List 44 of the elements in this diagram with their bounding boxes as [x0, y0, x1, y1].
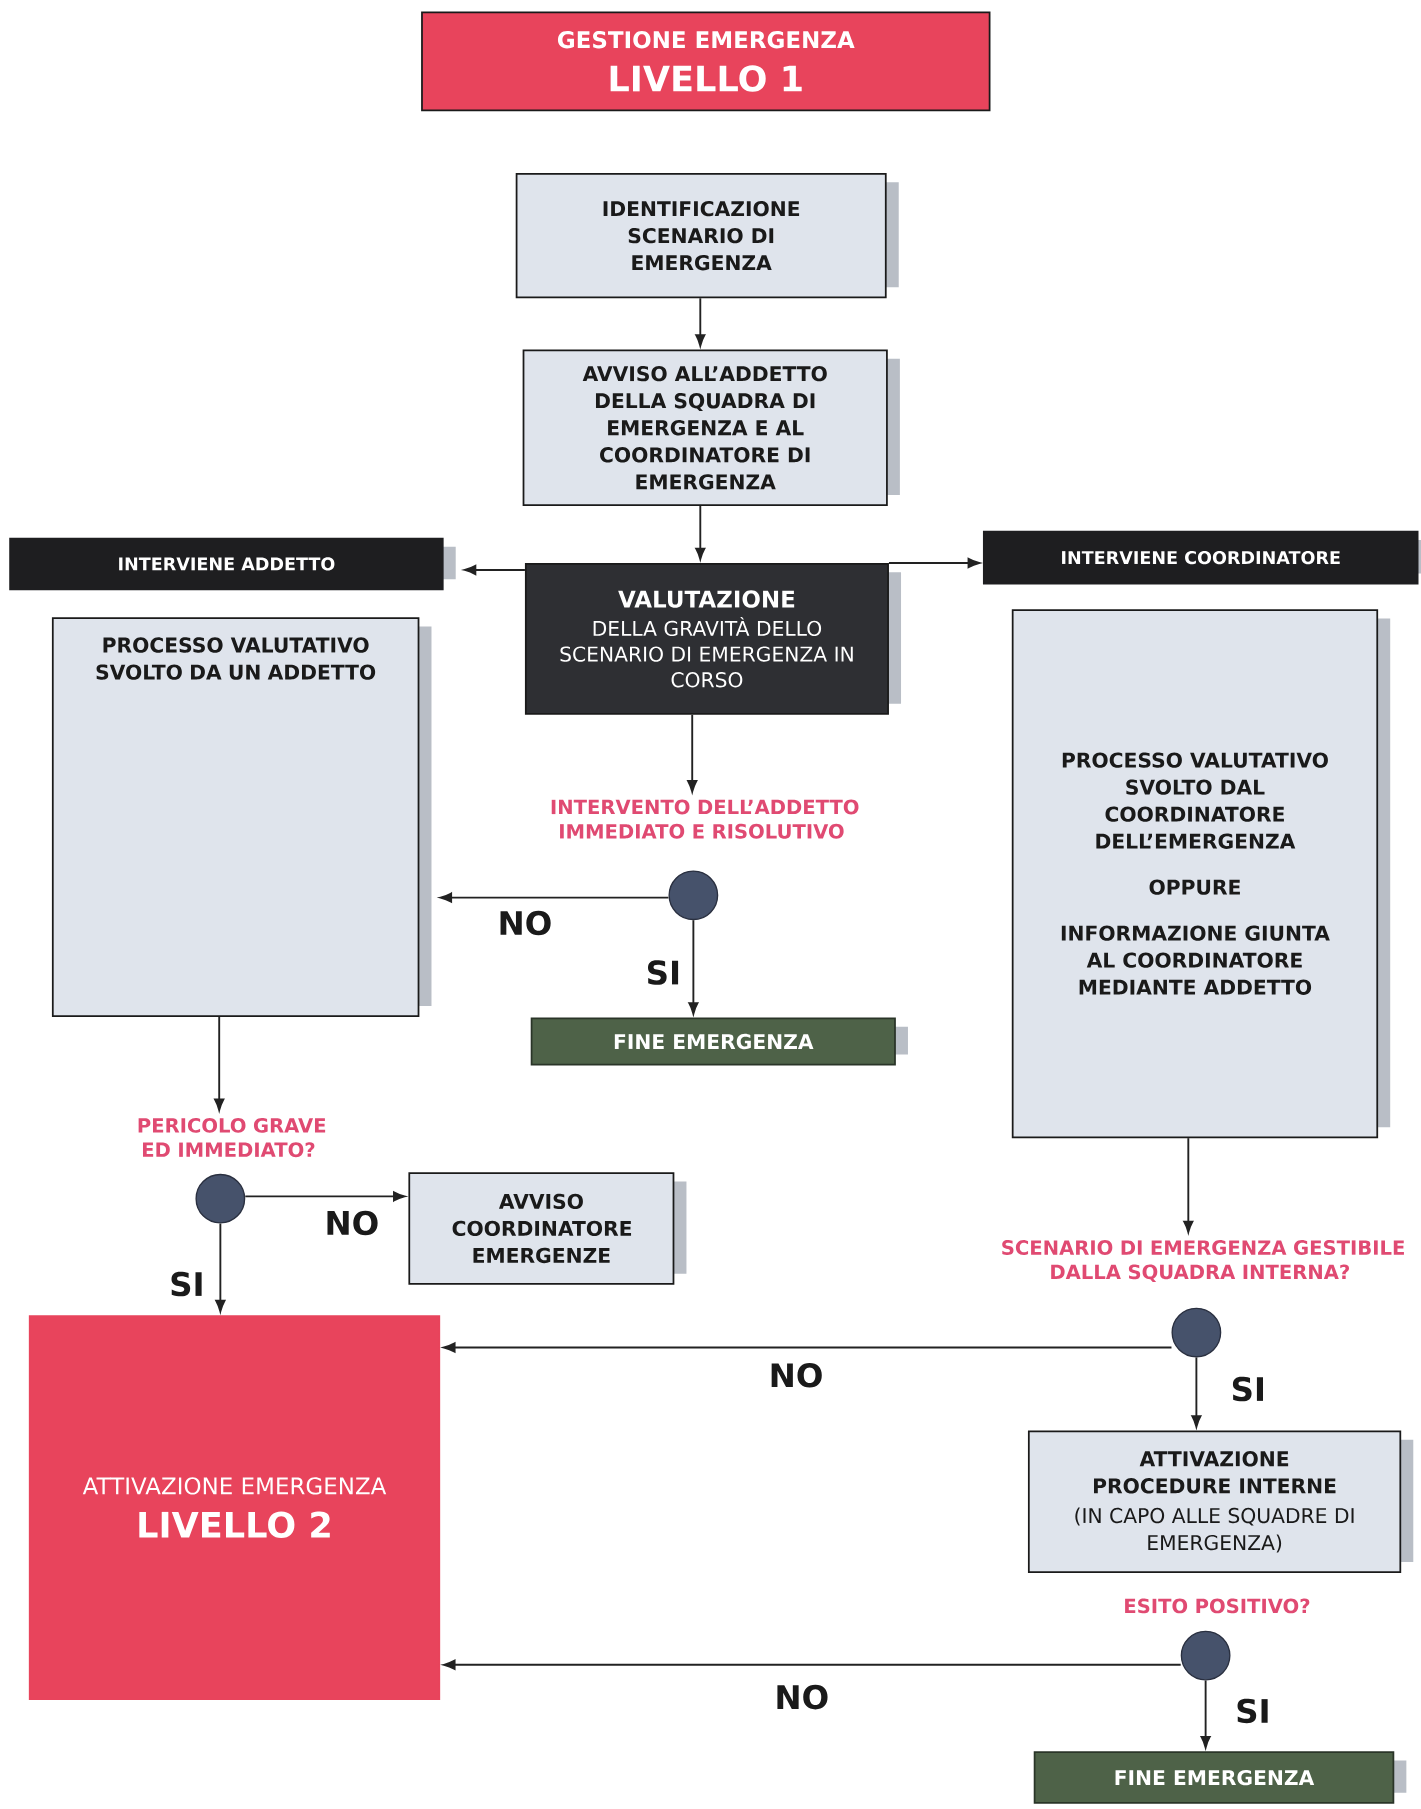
heading-band: INTERVIENE COORDINATORE [982, 530, 1421, 585]
process-box: PROCESSO VALUTATIVO SVOLTO DAL COORDINATORE DELL’EMERGENZA OPPURE INFORMAZIONE GIUNTA AL COORDINATORE MEDIANTE ADDETTO [1011, 609, 1391, 1139]
edge-label: NO [770, 1681, 833, 1714]
evaluation-box: VALUTAZIONE DELLA GRAVITÀ DELLO SCENARIO DI EMERGENZA IN CORSO [524, 563, 901, 715]
question-text: INTERVENTO DELL’ADDETTO IMMEDIATO E RISOLUTIVO [551, 799, 859, 839]
process-box: ATTIVAZIONE PROCEDURE INTERNE (IN CAPO ALLE SQUADRE DI EMERGENZA) [1027, 1430, 1414, 1574]
decision-circle [1171, 1307, 1222, 1358]
decision-circle [195, 1173, 246, 1224]
arrow [1183, 1137, 1194, 1234]
edge-label: NO [320, 1206, 383, 1240]
title-box: GESTIONE EMERGENZA LIVELLO 1 [420, 11, 991, 112]
arrow [887, 557, 980, 569]
process-box: AVVISO COORDINATORE EMERGENZE [408, 1172, 687, 1285]
heading-band: INTERVIENE ADDETTO [9, 537, 456, 591]
edge-label: NO [764, 1359, 828, 1392]
arrow [244, 1191, 406, 1202]
edge-label: NO [493, 906, 556, 940]
arrow [463, 564, 526, 575]
arrow [442, 1659, 1182, 1670]
question-text: ESITO POSITIVO? [1124, 1598, 1310, 1614]
process-box: IDENTIFICAZIONE SCENARIO DI EMERGENZA [515, 173, 899, 299]
edge-label: SI [1231, 1694, 1275, 1728]
question-text: SCENARIO DI EMERGENZA GESTIBILE DALLA SQUADRA INTERNA? [1002, 1240, 1404, 1282]
end-box: FINE EMERGENZA [530, 1017, 908, 1066]
decision-circle [668, 870, 719, 921]
process-box: PROCESSO VALUTATIVO SVOLTO DA UN ADDETTO [51, 617, 432, 1018]
edge-label: SI [1226, 1372, 1270, 1406]
arrow [442, 1342, 1173, 1353]
process-box: AVVISO ALL’ADDETTO DELLA SQUADRA DI EMERGENZA E AL COORDINATORE DI EMERGENZA [522, 349, 900, 506]
question-text: PERICOLO GRAVE ED IMMEDIATO? [138, 1117, 325, 1158]
edge-label: SI [165, 1267, 209, 1301]
arrow [439, 892, 670, 903]
arrow [213, 1016, 225, 1111]
edge-label: SI [641, 956, 685, 989]
arrow [215, 1222, 226, 1313]
arrow [688, 919, 699, 1015]
arrow [695, 505, 706, 561]
decision-circle [1180, 1630, 1231, 1681]
end-box: FINE EMERGENZA [1033, 1751, 1407, 1804]
arrow [695, 297, 706, 347]
level-box: ATTIVAZIONE EMERGENZA LIVELLO 2 [28, 1315, 440, 1701]
arrow [1191, 1356, 1202, 1428]
arrow [1200, 1679, 1211, 1749]
arrow [687, 713, 698, 793]
